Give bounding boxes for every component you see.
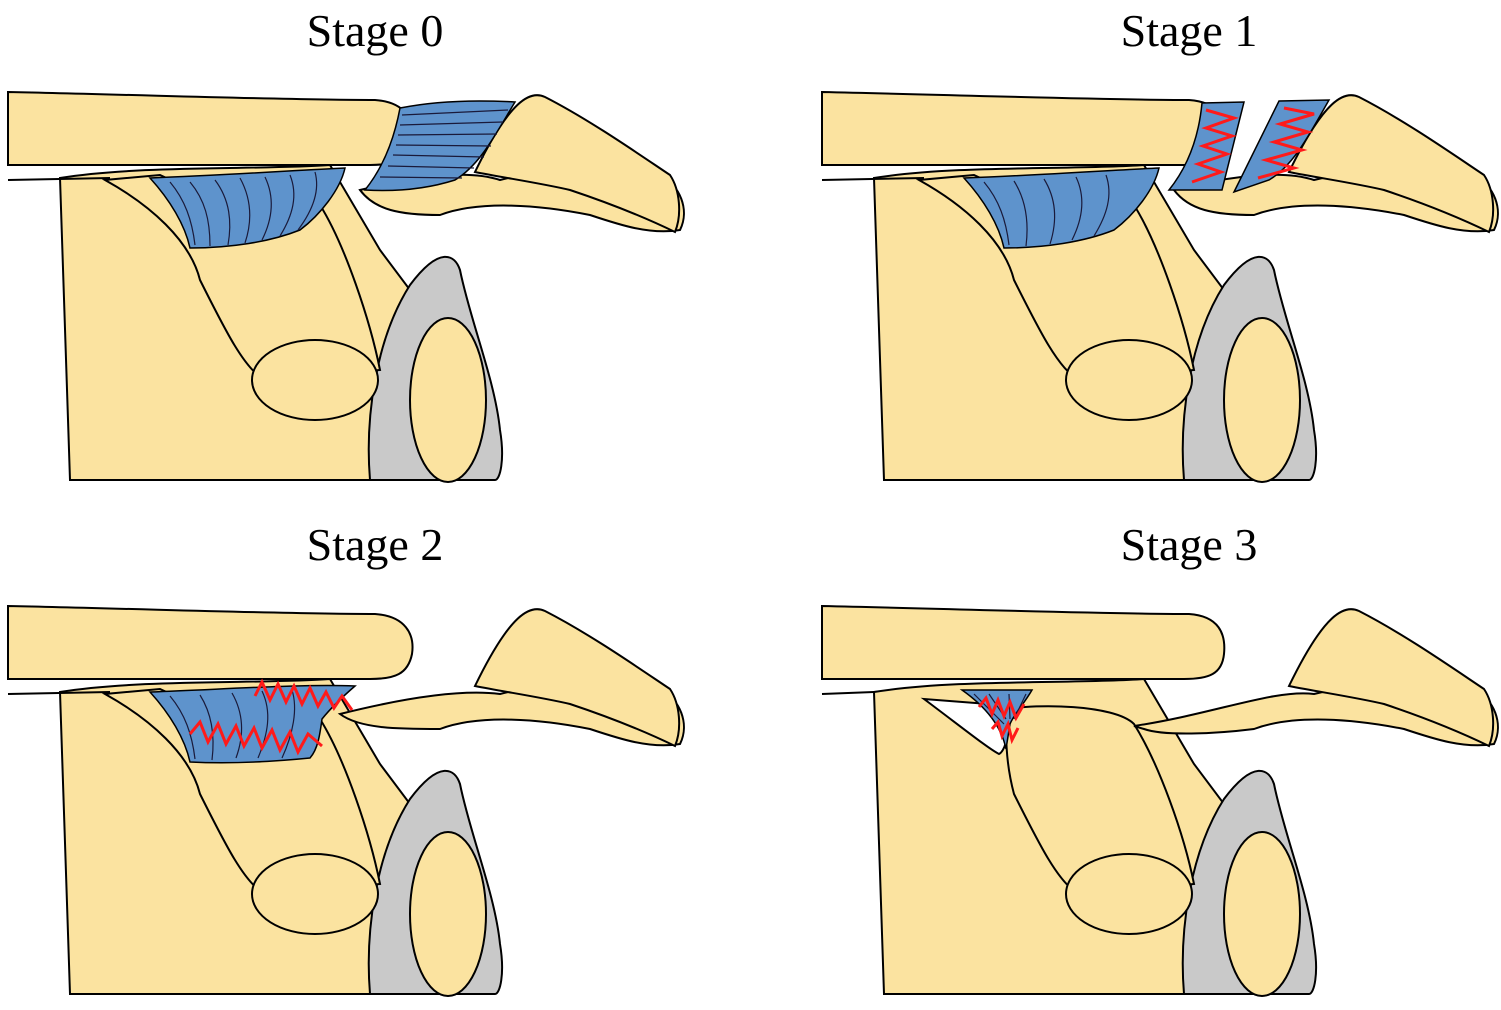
stage-0-illustration bbox=[0, 0, 750, 496]
stage-1-panel: Stage 1 bbox=[814, 0, 1501, 496]
stage-2-illustration bbox=[0, 514, 750, 1010]
stage-2-panel: Stage 2 bbox=[0, 514, 750, 1010]
stage-0-panel: Stage 0 bbox=[0, 0, 750, 496]
stage-1-illustration bbox=[814, 0, 1501, 496]
stage-3-panel: Stage 3 bbox=[814, 514, 1501, 1010]
stage-3-illustration bbox=[814, 514, 1501, 1010]
